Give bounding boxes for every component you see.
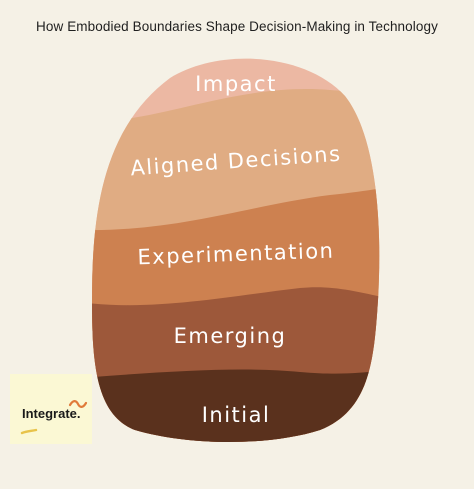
logo-wordmark: Integrate. (22, 406, 81, 421)
layer-label-initial: Initial (202, 403, 271, 427)
layer-label-emerging: Emerging (174, 324, 287, 348)
layer-label-impact: Impact (195, 72, 277, 96)
logo-decoration (20, 400, 88, 435)
logo-underline-accent (20, 428, 38, 435)
logo-tilde-accent (68, 400, 88, 408)
page-title: How Embodied Boundaries Shape Decision-M… (36, 19, 438, 34)
integrate-logo: Integrate. (10, 374, 92, 444)
